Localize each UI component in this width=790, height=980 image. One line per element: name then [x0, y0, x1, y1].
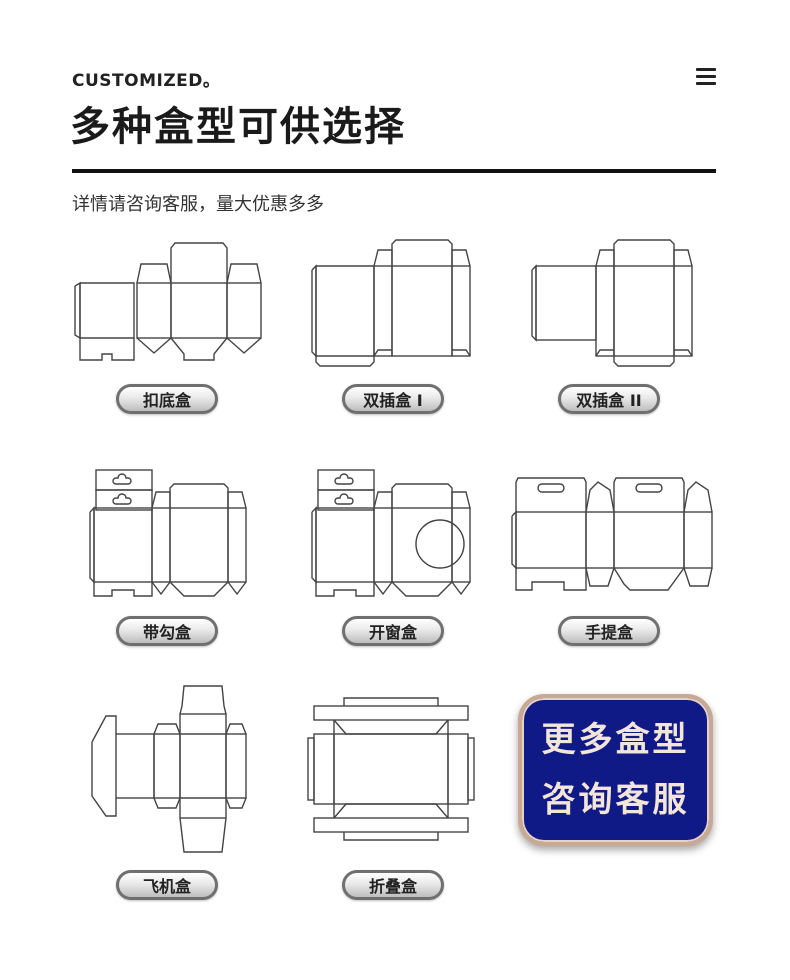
box-type-folding[interactable]: 折叠盒	[298, 684, 498, 900]
box-type-snap-bottom[interactable]: 扣底盒	[72, 238, 272, 438]
page-subtitle: 详情请咨询客服，量大优惠多多	[72, 194, 324, 215]
box-label-double-tuck-1[interactable]: 双插盒 I	[342, 384, 444, 414]
handle-box-dieline-icon	[511, 477, 713, 591]
folding-box-dieline-icon	[307, 697, 475, 841]
box-label-mailer[interactable]: 飞机盒	[116, 870, 218, 900]
box-label-double-tuck-2[interactable]: 双插盒 II	[558, 384, 660, 414]
double-tuck-2-box-dieline-icon	[531, 239, 693, 367]
more-button-line2: 咨询客服	[541, 780, 690, 820]
box-label-handle[interactable]: 手提盒	[558, 616, 660, 646]
box-type-double-tuck-1[interactable]: 双插盒 I	[298, 238, 498, 438]
page-title: 多种盒型可供选择	[70, 104, 406, 150]
more-box-types-consult-button[interactable]: 更多盒型 咨询客服	[518, 694, 713, 846]
box-label-snap-bottom[interactable]: 扣底盒	[116, 384, 218, 414]
more-button-line1: 更多盒型	[541, 720, 690, 760]
box-type-mailer[interactable]: 飞机盒	[72, 684, 272, 900]
box-type-handle[interactable]: 手提盒	[508, 468, 713, 668]
box-label-folding[interactable]: 折叠盒	[342, 870, 444, 900]
box-type-double-tuck-2[interactable]: 双插盒 II	[518, 238, 718, 438]
box-type-window[interactable]: 开窗盒	[298, 468, 498, 668]
box-label-window[interactable]: 开窗盒	[342, 616, 444, 646]
box-label-hang-tab[interactable]: 带勾盒	[116, 616, 218, 646]
box-type-hang-tab[interactable]: 带勾盒	[72, 468, 272, 668]
hamburger-menu-icon[interactable]	[696, 68, 716, 86]
mailer-box-dieline-icon	[91, 685, 247, 853]
hang-tab-box-dieline-icon	[89, 469, 247, 597]
title-divider	[72, 169, 716, 173]
double-tuck-1-box-dieline-icon	[311, 239, 471, 367]
snap-bottom-box-dieline-icon	[74, 242, 262, 361]
window-box-dieline-icon	[311, 469, 471, 597]
header-eyebrow: CUSTOMIZED。	[72, 71, 221, 91]
